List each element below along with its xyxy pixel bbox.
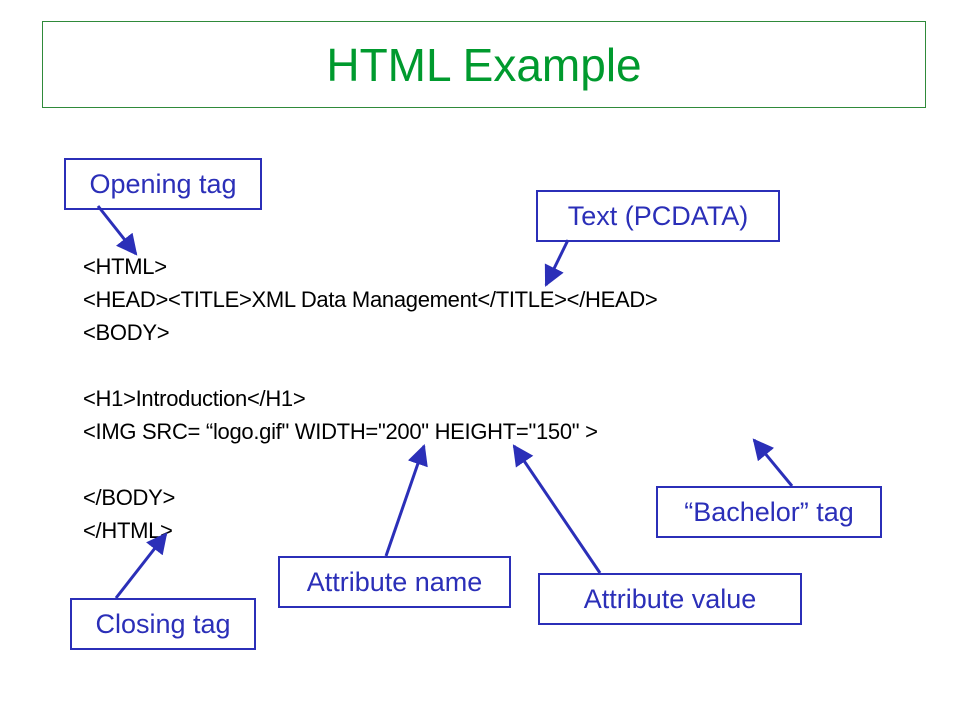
text-pcdata-label: Text (PCDATA) bbox=[536, 190, 780, 242]
bachelor-tag-arrow bbox=[752, 438, 794, 487]
attribute-name-label: Attribute name bbox=[278, 556, 511, 608]
code-block: <HTML> <HEAD><TITLE>XML Data Management<… bbox=[83, 250, 658, 547]
code-line-blank-2 bbox=[83, 448, 657, 481]
attribute-value-label: Attribute value bbox=[538, 573, 802, 625]
code-line-img: <IMG SRC= “logo.gif" WIDTH="200" HEIGHT=… bbox=[83, 419, 598, 444]
code-line-html-open: <HTML> bbox=[83, 254, 167, 279]
closing-tag-label: Closing tag bbox=[70, 598, 256, 650]
code-line-body-open: <BODY> bbox=[83, 320, 170, 345]
code-line-blank-1 bbox=[83, 349, 657, 382]
title-frame: HTML Example bbox=[42, 21, 926, 108]
code-line-h1: <H1>Introduction</H1> bbox=[83, 386, 306, 411]
bachelor-tag-label: “Bachelor” tag bbox=[656, 486, 882, 538]
code-line-body-close: </BODY> bbox=[83, 485, 176, 510]
code-line-head: <HEAD><TITLE>XML Data Management</TITLE>… bbox=[83, 287, 658, 312]
opening-tag-label: Opening tag bbox=[64, 158, 262, 210]
page-title: HTML Example bbox=[326, 38, 642, 91]
code-line-html-close: </HTML> bbox=[83, 518, 173, 543]
opening-tag-arrow bbox=[96, 205, 138, 256]
